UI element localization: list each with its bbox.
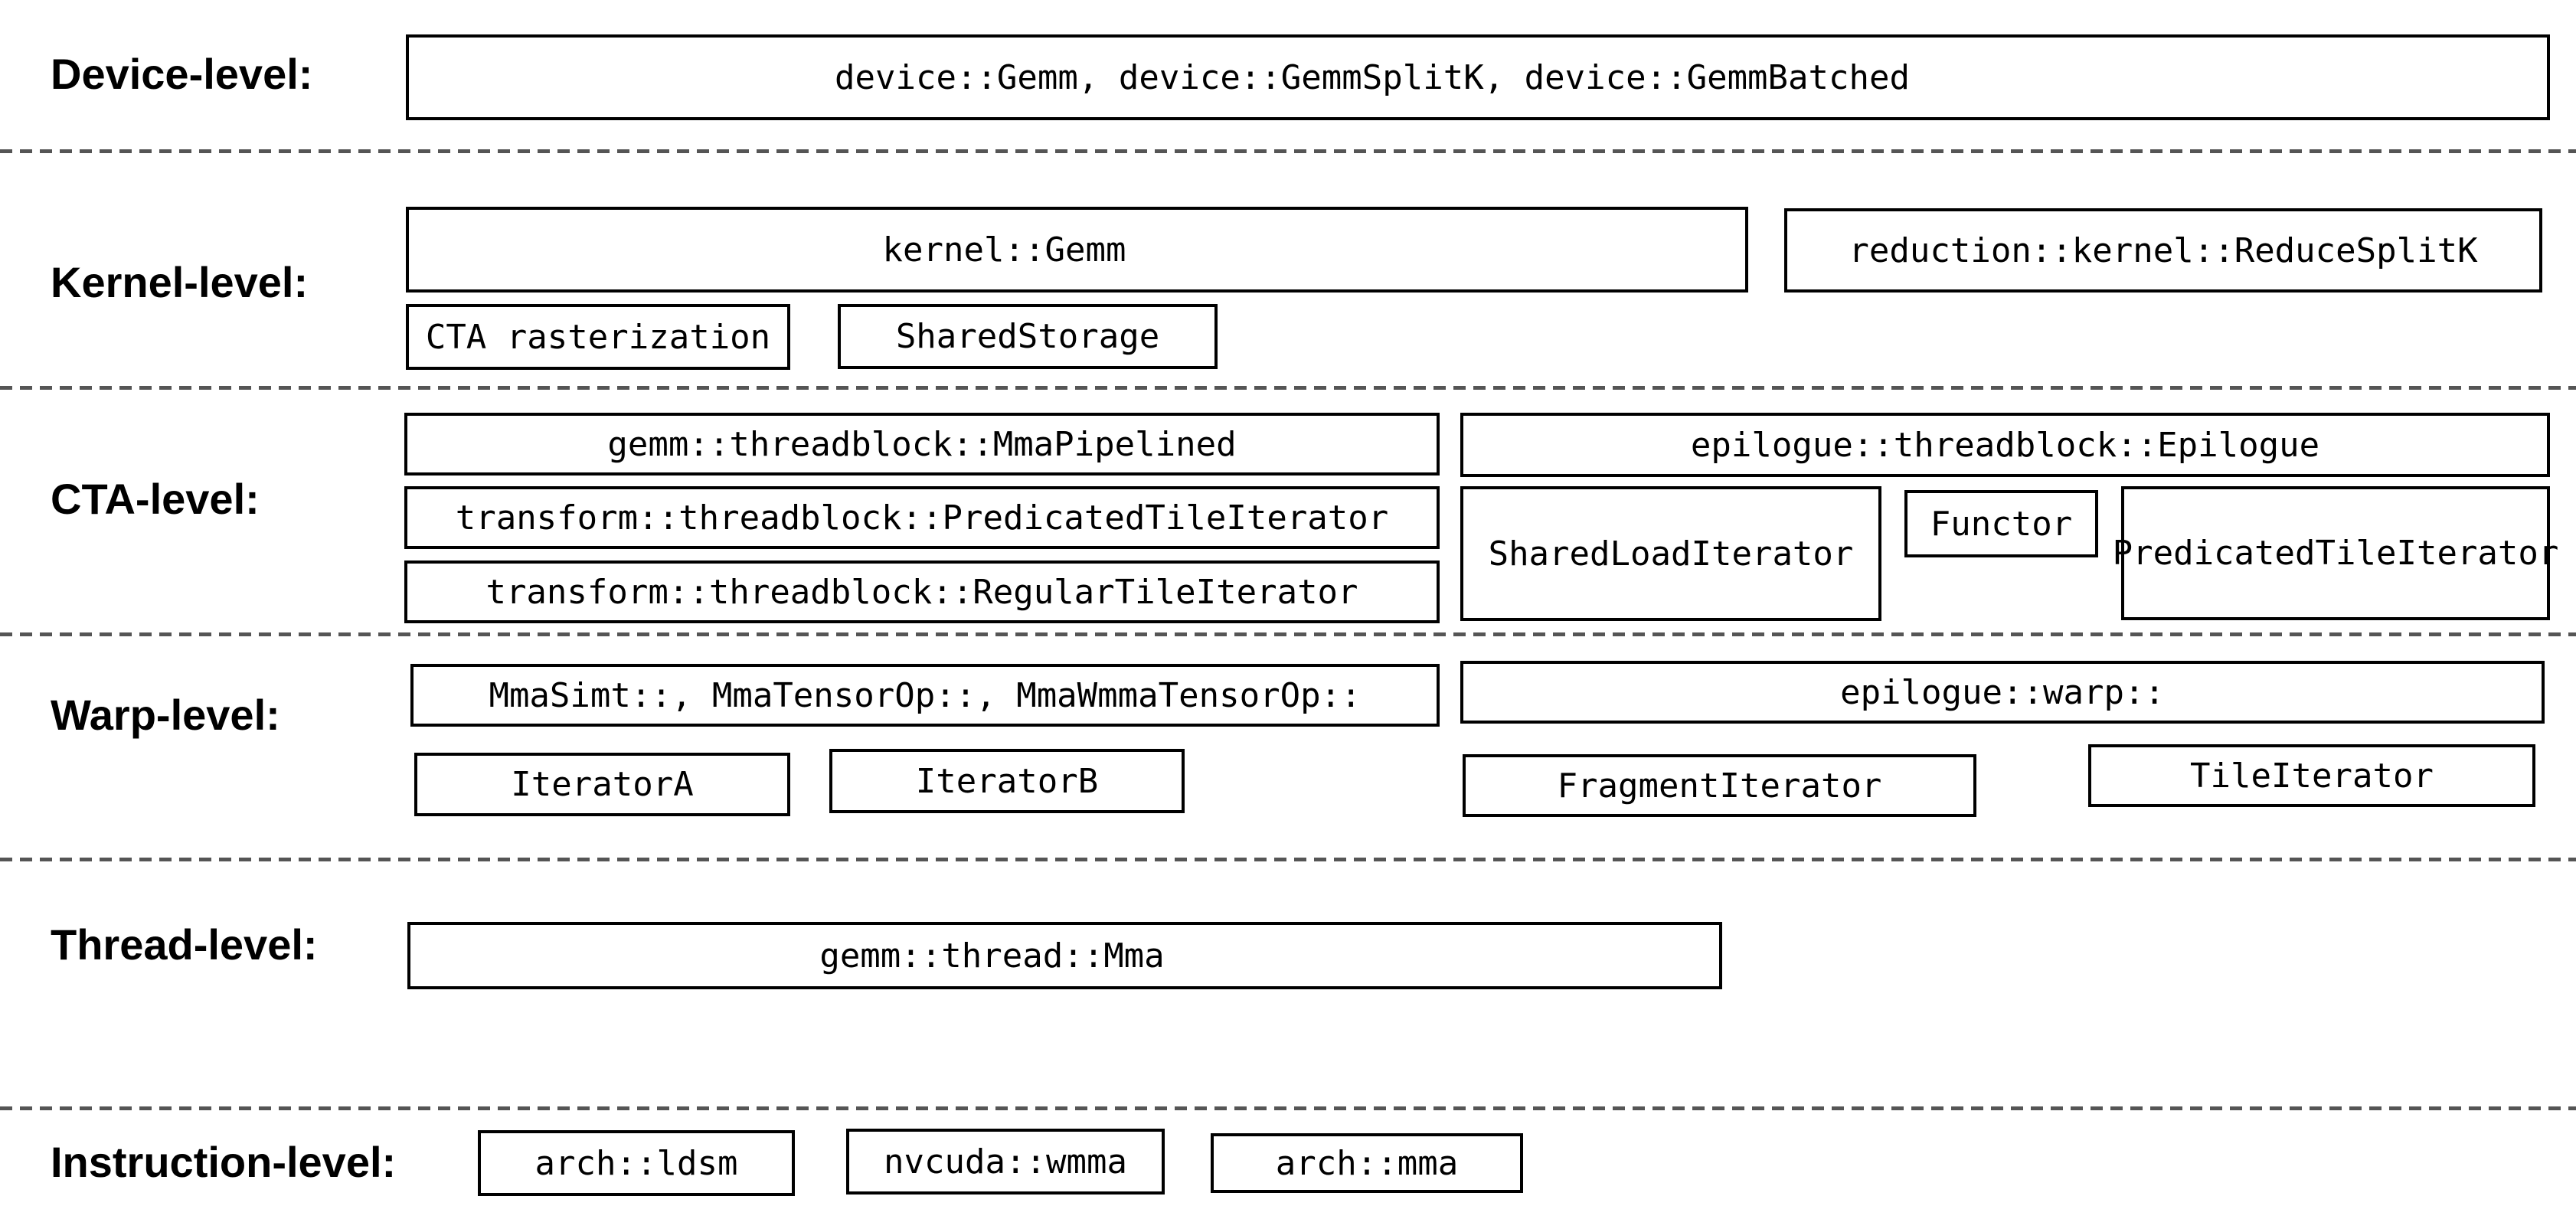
kernel-level-label: Kernel-level: [51, 258, 309, 306]
reduce-splitk-box: reduction::kernel::ReduceSplitK [1784, 208, 2542, 292]
iterator-a-box: IteratorA [414, 753, 790, 816]
mma-pipelined-box: gemm::threadblock::MmaPipelined [404, 413, 1440, 476]
predicated-tile-iterator-box: transform::threadblock::PredicatedTileIt… [404, 486, 1440, 549]
warp-level-label: Warp-level: [51, 691, 280, 739]
regular-tile-iterator-box: transform::threadblock::RegularTileItera… [404, 560, 1440, 623]
cta-level-label: CTA-level: [51, 475, 260, 523]
dashed-separator-thread-instruction [0, 1106, 2576, 1110]
fragment-iterator-box: FragmentIterator [1463, 754, 1976, 817]
dashed-separator-device-kernel [0, 149, 2576, 153]
shared-storage-box: SharedStorage [838, 304, 1218, 369]
epilogue-threadblock-box: epilogue::threadblock::Epilogue [1460, 413, 2550, 477]
nvcuda-wmma-box: nvcuda::wmma [846, 1129, 1165, 1194]
arch-ldsm-box: arch::ldsm [478, 1130, 795, 1196]
iterator-b-box: IteratorB [829, 749, 1185, 813]
warp-mma-ops-box: MmaSimt::, MmaTensorOp::, MmaWmmaTensorO… [410, 664, 1440, 727]
epilogue-predicated-tile-iterator-box: PredicatedTileIterator [2113, 486, 2558, 620]
dashed-separator-warp-thread [0, 858, 2576, 861]
thread-level-label: Thread-level: [51, 920, 318, 969]
tile-iterator-box: TileIterator [2088, 744, 2535, 807]
dashed-separator-kernel-cta [0, 386, 2576, 390]
instruction-level-label: Instruction-level: [51, 1138, 397, 1186]
kernel-gemm-box: kernel::Gemm [406, 207, 1748, 292]
shared-load-iterator-box: SharedLoadIterator [1460, 486, 1881, 621]
functor-box: Functor [1904, 490, 2098, 557]
arch-mma-box: arch::mma [1211, 1133, 1523, 1193]
device-gemm-box: device::Gemm, device::GemmSplitK, device… [406, 34, 2550, 120]
device-level-label: Device-level: [51, 50, 313, 98]
epilogue-warp-box: epilogue::warp:: [1460, 661, 2545, 724]
dashed-separator-cta-warp [0, 632, 2576, 636]
thread-mma-box: gemm::thread::Mma [407, 922, 1722, 989]
cta-rasterization-box: CTA rasterization [406, 304, 790, 370]
